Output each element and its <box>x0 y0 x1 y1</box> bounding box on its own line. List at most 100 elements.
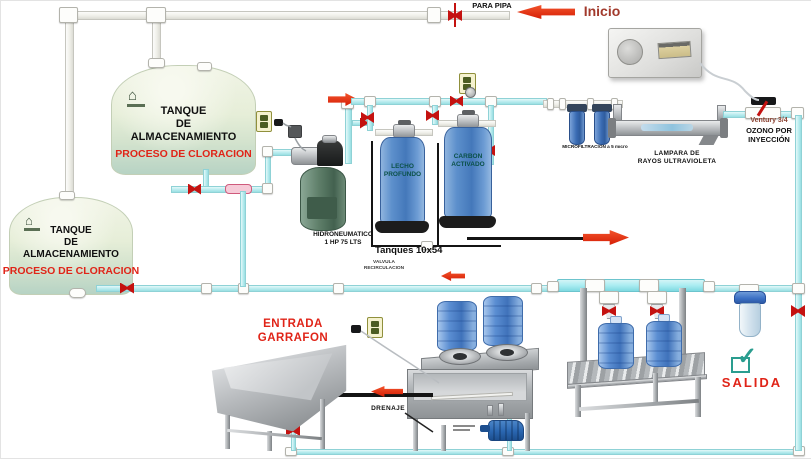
tank2-brand-bar <box>24 228 40 231</box>
process-pipe-top <box>351 98 547 105</box>
table-leg <box>575 385 581 417</box>
salida-label: SALIDA <box>721 375 783 390</box>
backwash-drain-line <box>467 237 583 240</box>
valve-icon <box>791 305 805 317</box>
valve-icon <box>650 306 664 316</box>
plug-icon <box>274 119 283 126</box>
filter-base <box>439 216 496 228</box>
pipe-tee <box>146 7 166 23</box>
pipe-fitting <box>333 283 344 294</box>
pump-fitting <box>498 403 504 416</box>
uv-window <box>641 124 693 131</box>
plug-icon <box>351 325 361 333</box>
washer-leg <box>441 425 446 451</box>
pressure-gauge-icon <box>465 87 476 98</box>
head-pipe <box>478 120 496 127</box>
wash-pump <box>488 420 524 441</box>
wash-pump-inlet <box>480 425 490 432</box>
inlet-pipe-top <box>63 11 510 20</box>
inverted-bottle <box>483 296 523 346</box>
sink-leg <box>320 399 325 449</box>
water-bottle <box>598 323 634 369</box>
storage-tank-1 <box>111 65 256 175</box>
valve-icon <box>188 183 201 195</box>
filter-head-valve <box>393 124 415 138</box>
uv-label: LAMPARA DE RAYOS ULTRAVIOLETA <box>637 150 717 165</box>
media-filter-lecho <box>380 137 425 225</box>
uv-lamp-flange <box>608 118 616 138</box>
frame-line <box>437 143 439 247</box>
pipe-tee <box>792 283 805 294</box>
valve-icon <box>448 10 462 21</box>
washer-leg <box>525 413 530 451</box>
table-leg <box>695 377 701 417</box>
washer-leg <box>413 419 418 451</box>
bottom-return-pipe <box>289 449 799 455</box>
pressure-switch <box>288 125 302 138</box>
head-pipe <box>413 129 433 136</box>
outlet-icon <box>367 317 383 338</box>
valve-icon <box>426 110 439 121</box>
salida-check-box <box>731 357 750 373</box>
pipe-coupling <box>427 7 441 23</box>
frame-line <box>371 141 373 247</box>
tanques-label: Tanques 10x54 <box>375 245 443 256</box>
water-bottle <box>646 321 682 367</box>
hydro-tank-label-patch <box>307 197 337 219</box>
sink-brace <box>227 428 322 441</box>
riser-pipe <box>240 191 246 287</box>
frame-line <box>371 245 501 247</box>
tank1-process-label: PROCESO DE CLORACION <box>115 148 252 160</box>
tank2-cap <box>59 191 75 200</box>
outlet-icon <box>256 111 272 132</box>
sink-leg <box>225 415 230 449</box>
valve-icon <box>361 112 374 123</box>
tank1-brand-logo-icon: ⌂ <box>128 87 138 104</box>
filter-base <box>375 221 429 233</box>
uv-bracket <box>698 136 719 145</box>
diagram-part <box>699 62 760 101</box>
filler-post <box>679 288 686 360</box>
ozono-label: OZONO POR INYECCIÓN <box>746 126 792 144</box>
valve-icon <box>120 282 134 294</box>
sink-leg <box>267 431 272 451</box>
drain-line <box>337 393 433 397</box>
hydro-label: HIDRONEUMATICO 1 HP 75 LTS <box>313 231 373 246</box>
manifold-end <box>547 281 559 292</box>
tank2-title: TANQUE DE ALMACENAMIENTO <box>23 225 119 260</box>
salida-filter-body <box>739 303 761 337</box>
head-pipe <box>438 120 458 127</box>
inicio-arrow-icon <box>517 5 575 19</box>
valve-icon <box>602 306 616 316</box>
manifold-coupling <box>585 279 605 292</box>
pipe-fitting <box>531 283 542 294</box>
funnel-hole <box>500 349 514 356</box>
pipe-rib <box>559 98 566 110</box>
pump-fitting <box>487 405 493 416</box>
pipe-fitting <box>201 283 212 294</box>
suction-pipe <box>171 186 271 193</box>
pump-cap <box>322 135 337 143</box>
para-pipa-label: PARA PIPA <box>472 1 512 10</box>
table-leg <box>653 373 658 403</box>
flow-arrow-icon <box>441 271 465 281</box>
flow-arrow-icon <box>371 386 403 397</box>
flow-arrow-icon <box>583 230 629 245</box>
pump-discharge-pipe <box>345 102 352 164</box>
pipe-elbow <box>262 183 273 194</box>
filter-head-handle <box>398 120 411 125</box>
pipe-elbow <box>262 146 273 157</box>
funnel-hole <box>453 353 467 360</box>
check-icon: ✓ <box>737 343 758 370</box>
microfilter-cartridge <box>569 111 585 145</box>
tank1-title: TANQUE DE ALMACENAMIENTO <box>130 105 237 143</box>
pump-head <box>317 140 343 166</box>
microfilter-label: MICROFILTRACION a 5 micro <box>562 145 628 150</box>
valve-icon <box>360 117 373 129</box>
tank1-vent-cap <box>148 58 165 68</box>
valve-icon <box>450 95 463 107</box>
filler-nozzle-housing <box>599 291 619 304</box>
media-filter-carbon <box>444 127 492 219</box>
filler-nozzle-housing <box>647 291 667 304</box>
filter-head-handle <box>462 110 475 115</box>
